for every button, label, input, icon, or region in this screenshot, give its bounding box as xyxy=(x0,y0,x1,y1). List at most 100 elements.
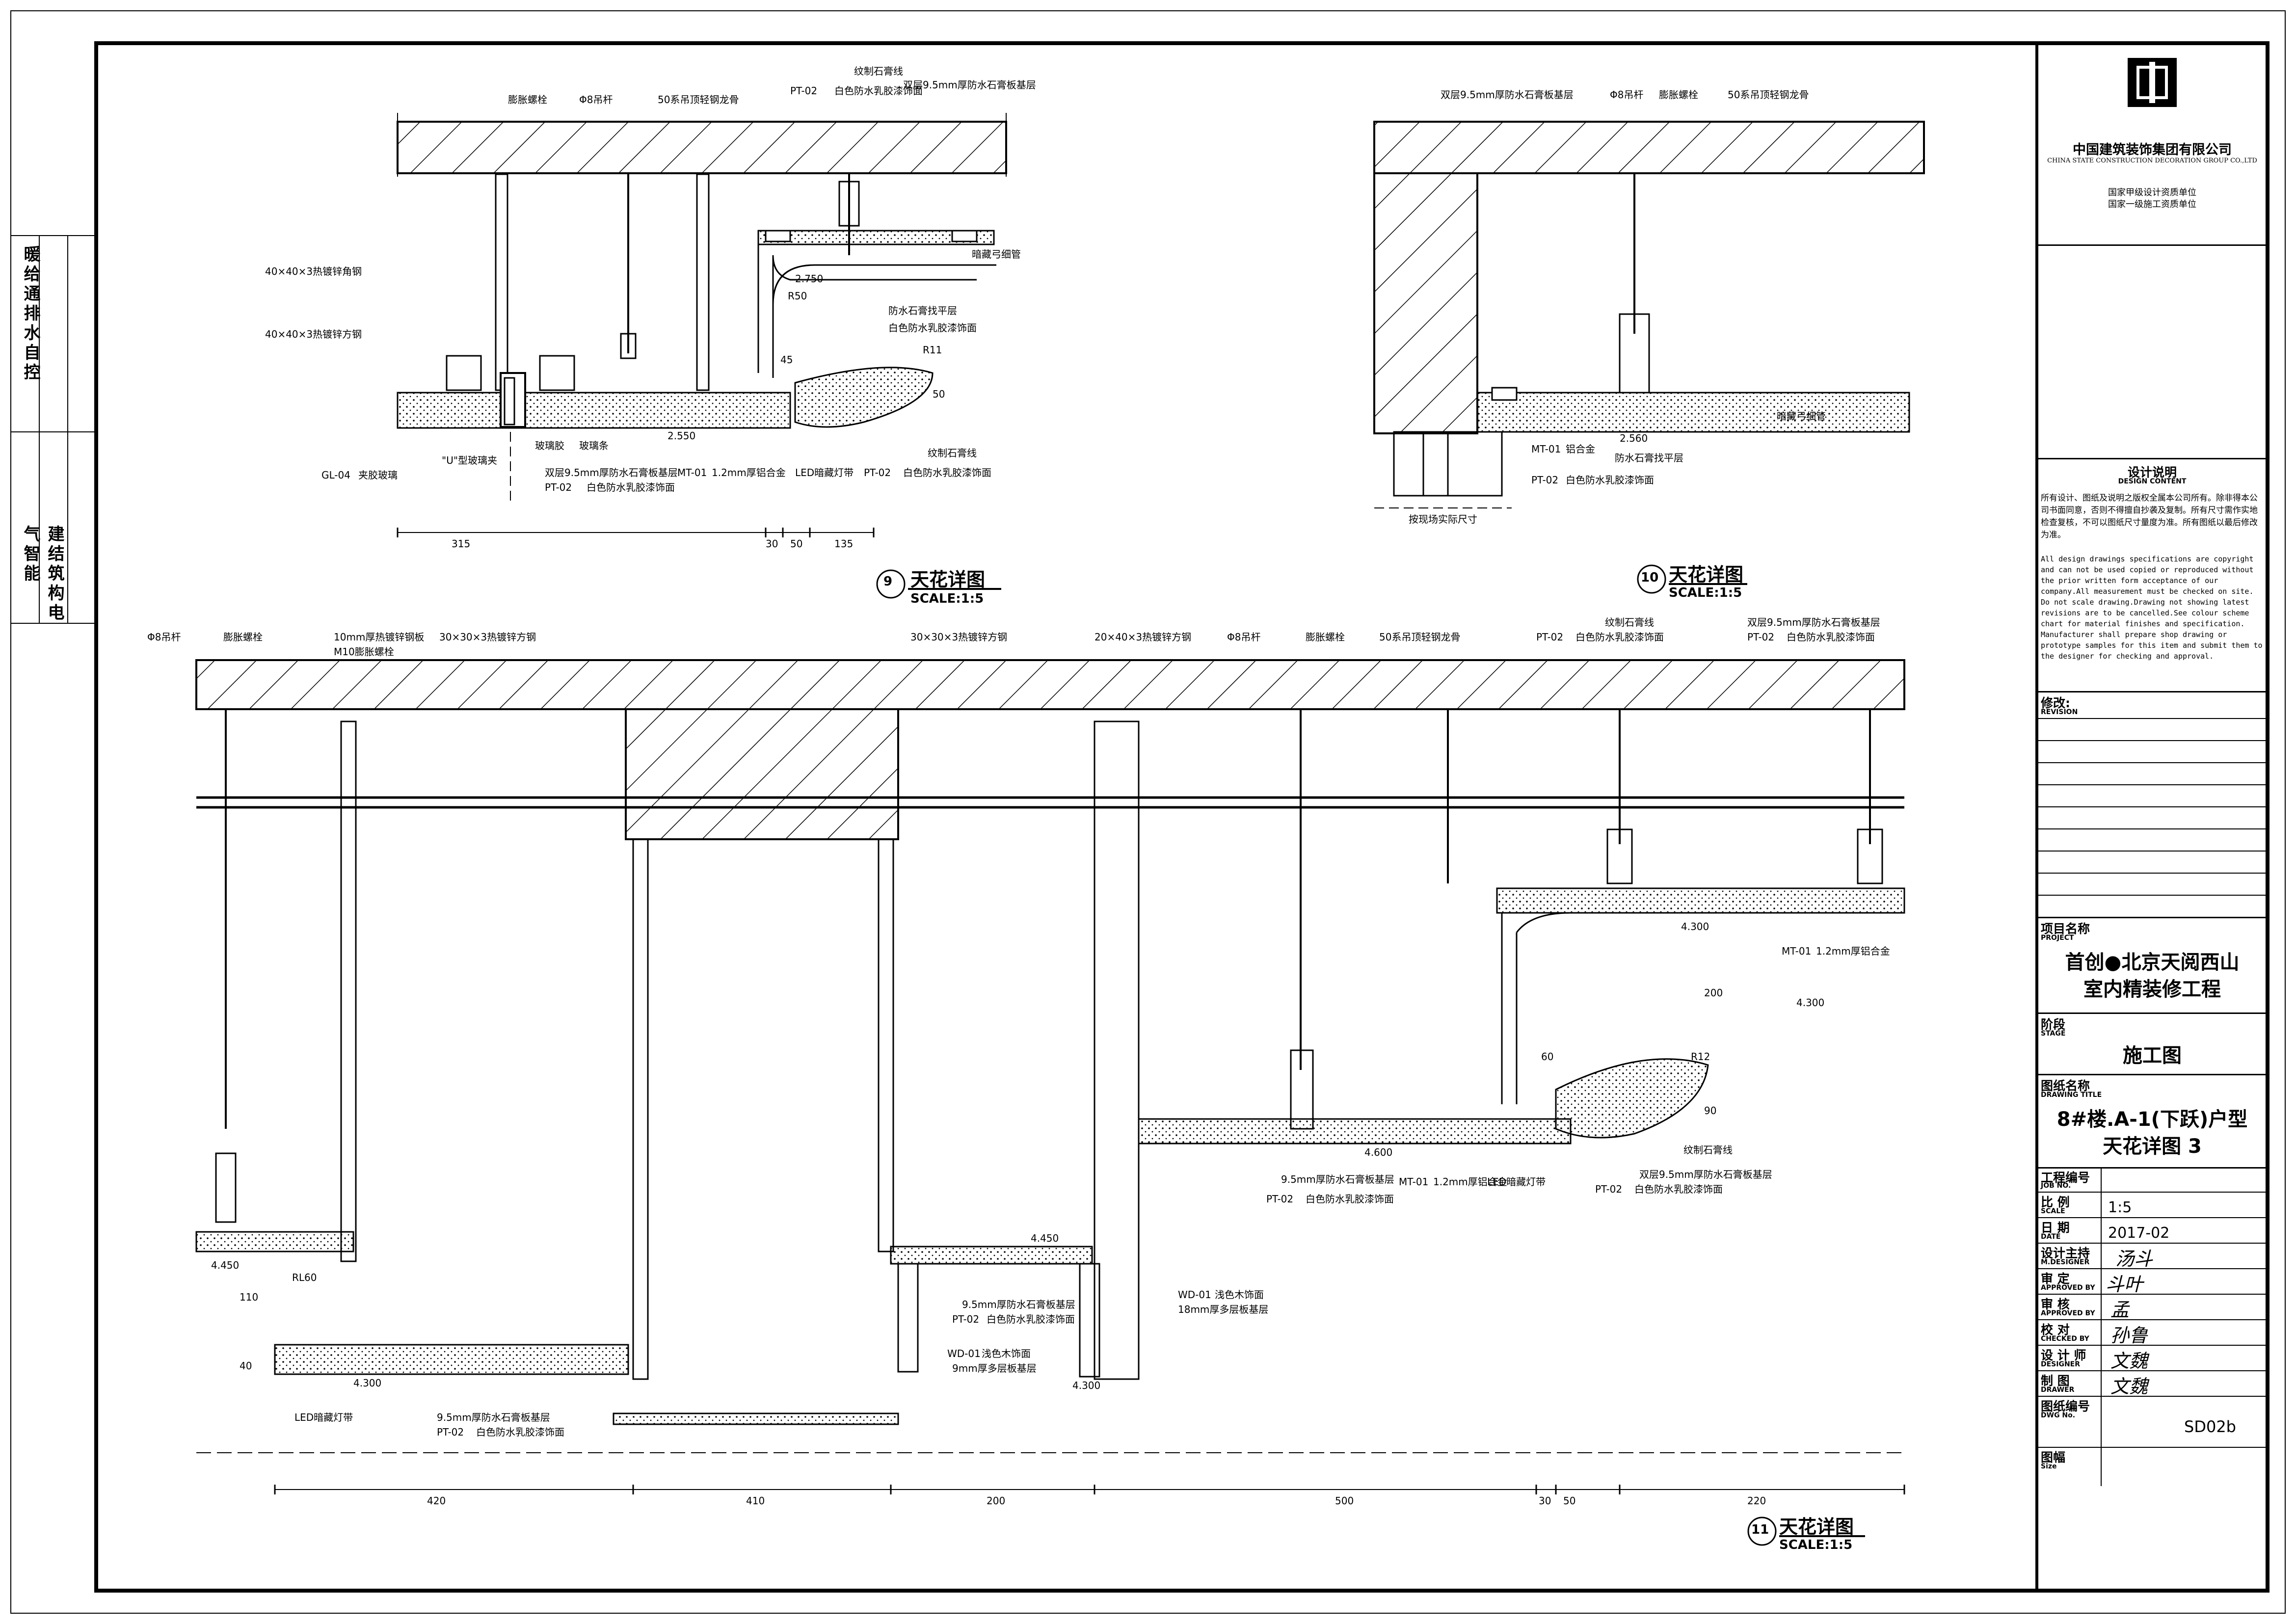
d11-dim-3: 200 xyxy=(987,1495,1006,1507)
d9-label-11: 防水石膏找平层 xyxy=(888,305,957,317)
d9-label-5d: 白色防水乳胶漆饰面 xyxy=(903,467,991,479)
d9-label-14: 玻璃条 xyxy=(579,440,609,452)
drawing-title-2: 天花详图 3 xyxy=(2103,1135,2202,1158)
d9-label-2: Φ8吊杆 xyxy=(579,94,613,106)
drawer-signature: 文魏 xyxy=(2110,1376,2148,1397)
qualification-1: 国家甲级设计资质单位 xyxy=(2108,187,2196,198)
d11-label-2: 膨胀螺栓 xyxy=(223,631,263,643)
d11-level-1: 4.450 xyxy=(211,1259,240,1271)
d11-label-11c: PT-02 xyxy=(1266,1193,1294,1205)
d11-label-11: PT-02 xyxy=(1536,631,1564,643)
d10-label-10: 白色防水乳胶漆饰面 xyxy=(1566,474,1654,486)
scale-label: 比 例 xyxy=(2041,1195,2070,1209)
size-label: 图幅 xyxy=(2041,1450,2066,1464)
side-label-structure: 建结筑构电气智能 xyxy=(21,525,64,623)
detail-10-title: 天花详图 xyxy=(1669,564,1744,586)
d11-label-16b: 1.2mm厚铝合金 xyxy=(1433,1176,1507,1188)
d11-label-18b: LED暗藏灯带 xyxy=(294,1411,353,1423)
d9-label-1: 膨胀螺栓 xyxy=(508,94,547,106)
d11-dim-5: 30 xyxy=(1539,1495,1551,1507)
mdesigner-label: 设计主持 xyxy=(2041,1246,2090,1260)
checked-signature: 孙鲁 xyxy=(2110,1325,2148,1346)
d9-label-12: "U"型玻璃夹 xyxy=(442,454,498,466)
d11-label-13b: 纹制石膏线 xyxy=(1683,1144,1733,1156)
d11-level-7: 4.300 xyxy=(1796,997,1825,1009)
size-label-en: Size xyxy=(2041,1463,2057,1470)
scale-label-en: SCALE xyxy=(2041,1207,2065,1215)
d11-label-11e: PT-02 xyxy=(952,1313,980,1325)
d11-dim-11: 60 xyxy=(1541,1051,1554,1063)
d9-dim-4: 135 xyxy=(834,538,854,550)
outer-border xyxy=(10,10,2286,1614)
designer-signature: 文魏 xyxy=(2110,1350,2148,1372)
d11-label-20b: 浅色木饰面 xyxy=(982,1348,1031,1359)
date-label: 日 期 xyxy=(2041,1221,2070,1235)
d9-dim-2: 30 xyxy=(766,538,778,550)
d11-label-15b: MT-01 xyxy=(1399,1176,1429,1188)
detail-11-linework xyxy=(195,659,1905,1494)
detail-9-marker xyxy=(876,569,906,599)
drawer-label-en: DRAWER xyxy=(2041,1386,2075,1394)
d9-label-8: 40×40×3热镀锌角钢 xyxy=(265,266,362,277)
design-content-title: 设计说明 xyxy=(2127,465,2177,479)
qualification-2: 国家一级施工资质单位 xyxy=(2108,199,2196,210)
d11-label-18: LED暗藏灯带 xyxy=(1487,1176,1546,1188)
d10-label-8: PT-02 xyxy=(1531,474,1559,486)
d11-label-10: 50系吊顶轻钢龙骨 xyxy=(1379,631,1461,643)
revision-label-en: REVISION xyxy=(2041,708,2078,716)
drawing-title-1: 8#楼.A-1(下跃)户型 xyxy=(2056,1108,2248,1131)
detail-9-number: 9 xyxy=(883,574,893,589)
design-content-cn: 所有设计、图纸及说明之版权全属本公司所有。除非得本公司书面同意，否则不得擅自抄袭… xyxy=(2041,493,2258,540)
d9-label-4: PT-02 xyxy=(790,85,818,97)
d9-dim-8: R11 xyxy=(923,344,942,356)
d11-label-3: 10mm厚热镀锌钢板 xyxy=(334,631,425,643)
stage-value: 施工图 xyxy=(2123,1044,2182,1067)
d9-label-7b: 纹制石膏线 xyxy=(928,447,977,459)
d9-label-4b: PT-02 xyxy=(545,481,572,493)
d11-label-11b: PT-02 xyxy=(1747,631,1775,643)
d9-dim-3: 50 xyxy=(790,538,803,550)
d9-dim-6: 50 xyxy=(933,388,945,400)
d9-label-9: 40×40×3热镀锌方钢 xyxy=(265,328,362,340)
detail-11-marker xyxy=(1747,1517,1777,1546)
project-name-1: 首创●北京天阅西山 xyxy=(2065,951,2240,974)
d11-label-12e: 白色防水乳胶漆饰面 xyxy=(987,1313,1075,1325)
d11-label-7: 20×40×3热镀锌方钢 xyxy=(1095,631,1192,643)
d11-label-15: MT-01 xyxy=(1782,945,1812,957)
d11-label-17: 9.5mm厚防水石膏板基层 xyxy=(1281,1173,1394,1185)
d9-label-4c: PT-02 xyxy=(864,467,891,479)
d11-label-23: RL60 xyxy=(292,1272,317,1283)
d11-dim-1: 420 xyxy=(427,1495,446,1507)
stage-label-en: STAGE xyxy=(2041,1030,2066,1038)
job-label-en: JOB NO. xyxy=(2041,1182,2071,1190)
dwgno-label: 图纸编号 xyxy=(2041,1399,2090,1413)
project-label: 项目名称 xyxy=(2041,922,2090,936)
d11-level-6: 4.300 xyxy=(1681,921,1709,932)
d11-level-4: 4.450 xyxy=(1031,1232,1059,1244)
d11-label-22: 9mm厚多层板基层 xyxy=(952,1362,1037,1374)
date-label-en: DATE xyxy=(2041,1233,2061,1241)
d10-label-1: 双层9.5mm厚防水石膏板基层 xyxy=(1441,89,1574,101)
dwgno-value: SD02b xyxy=(2184,1417,2236,1436)
d11-dim-10: 200 xyxy=(1704,987,1723,999)
approved-label-en: APPROVED BY xyxy=(2041,1284,2095,1292)
d11-label-12d: 白色防水乳胶漆饰面 xyxy=(1634,1183,1723,1195)
d10-label-7: 铝合金 xyxy=(1566,443,1595,455)
d11-label-14b: 双层9.5mm厚防水石膏板基层 xyxy=(1639,1169,1772,1180)
revision-label: 修改: xyxy=(2041,696,2070,710)
inner-border xyxy=(94,41,2269,1593)
design-content-en: All design drawings specifications are c… xyxy=(2041,555,2263,661)
d11-label-14: 双层9.5mm厚防水石膏板基层 xyxy=(1747,616,1880,628)
approved-label: 审 定 xyxy=(2041,1272,2070,1286)
detail-11-number: 11 xyxy=(1751,1522,1769,1537)
detail-10-linework xyxy=(1373,121,1925,508)
d9-dim-1: 315 xyxy=(452,538,471,550)
d11-label-12: 白色防水乳胶漆饰面 xyxy=(1575,631,1664,643)
d10-label-3: 膨胀螺栓 xyxy=(1659,89,1698,101)
d11-label-9: 膨胀螺栓 xyxy=(1306,631,1345,643)
d9-label-5c: 白色防水乳胶漆饰面 xyxy=(587,481,675,493)
d11-label-1: Φ8吊杆 xyxy=(147,631,181,643)
mdesigner-signature: 汤斗 xyxy=(2115,1248,2153,1270)
